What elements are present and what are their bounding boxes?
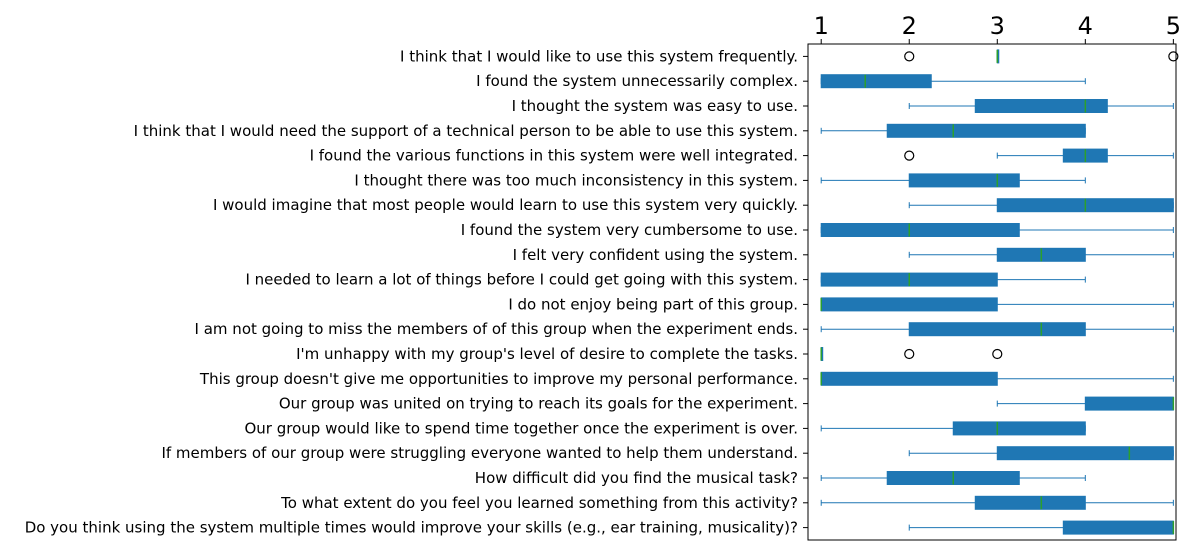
iqr-box — [820, 371, 998, 386]
y-tick-label: I found the system very cumbersome to us… — [461, 221, 798, 239]
y-tick-label: Do you think using the system multiple t… — [25, 519, 798, 537]
iqr-box — [820, 74, 932, 89]
y-tick-label: How difficult did you find the musical t… — [475, 469, 798, 487]
y-tick-label: I found the various functions in this sy… — [310, 147, 798, 165]
y-tick-label: I do not enjoy being part of this group. — [508, 295, 798, 313]
iqr-box — [820, 297, 998, 312]
y-tick-label: I would imagine that most people would l… — [213, 196, 798, 214]
x-tick-label: 4 — [1078, 12, 1093, 40]
x-tick-label: 2 — [902, 12, 917, 40]
outlier-point — [992, 348, 1003, 360]
iqr-box — [952, 421, 1086, 436]
y-tick-label: I am not going to miss the members of of… — [195, 320, 798, 338]
iqr-box — [996, 446, 1174, 461]
x-tick-label: 1 — [814, 12, 829, 40]
y-tick-label: Our group was united on trying to reach … — [279, 395, 798, 413]
y-tick-label: I thought there was too much inconsisten… — [354, 171, 798, 189]
y-tick-label: I needed to learn a lot of things before… — [245, 271, 798, 289]
axes-frame — [807, 43, 1177, 541]
x-tick-label: 5 — [1166, 12, 1181, 40]
iqr-box — [908, 173, 1020, 188]
y-tick-label: I felt very confident using the system. — [513, 246, 798, 264]
outlier-point — [904, 51, 915, 62]
iqr-box — [974, 495, 1086, 510]
y-tick-label: I found the system unnecessarily complex… — [476, 72, 798, 90]
outlier-point — [904, 150, 915, 161]
iqr-box — [908, 322, 1086, 337]
y-tick-label: I thought the system was easy to use. — [512, 97, 798, 115]
iqr-box — [820, 223, 1020, 237]
y-tick-label: To what extent do you feel you learned s… — [280, 494, 798, 512]
outlier-point — [1168, 51, 1179, 62]
x-tick-label: 3 — [990, 12, 1005, 40]
iqr-box — [1084, 396, 1174, 411]
y-tick-label: This group doesn't give me opportunities… — [199, 370, 798, 388]
iqr-box — [1062, 520, 1174, 535]
iqr-box — [974, 99, 1108, 113]
y-tick-label: I think that I would like to use this sy… — [400, 47, 798, 65]
y-tick-label: I'm unhappy with my group's level of des… — [296, 345, 798, 363]
outlier-point — [904, 348, 915, 360]
y-tick-label: If members of our group were struggling … — [161, 444, 798, 462]
y-tick-label: I think that I would need the support of… — [134, 122, 798, 140]
y-tick-label: Our group would like to spend time toget… — [244, 419, 798, 437]
iqr-box — [886, 123, 1086, 138]
